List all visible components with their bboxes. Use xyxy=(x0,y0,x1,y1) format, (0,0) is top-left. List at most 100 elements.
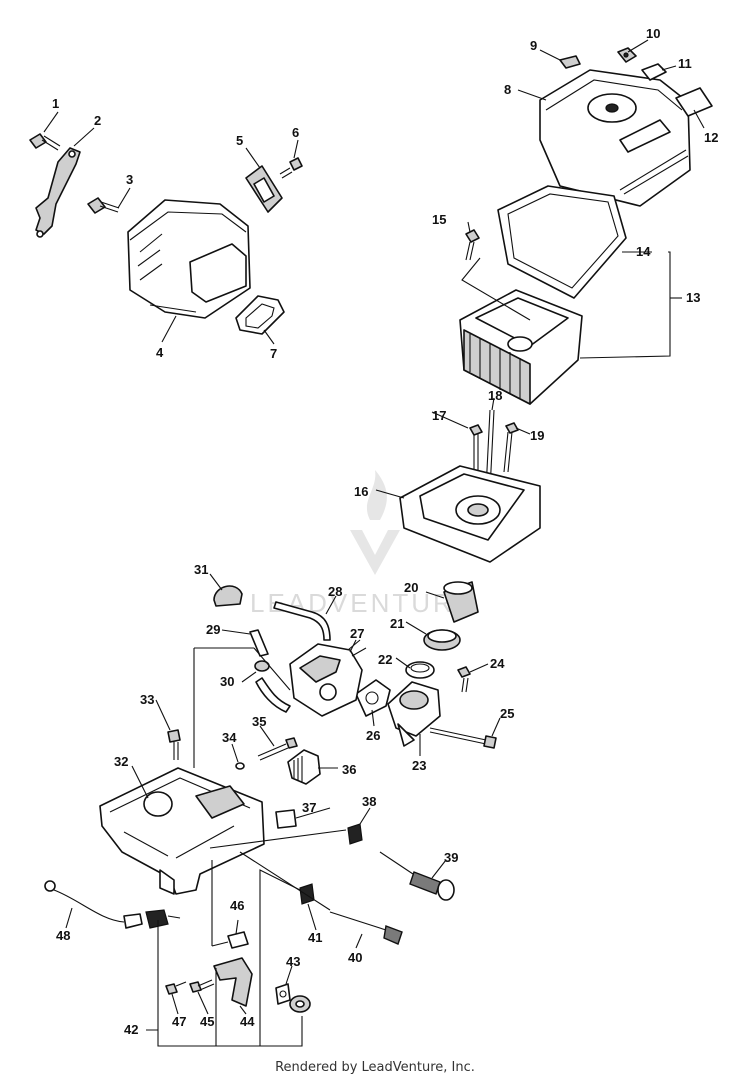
callout-9: 9 xyxy=(530,38,537,53)
callout-33: 33 xyxy=(140,692,154,707)
callout-labels: 1 2 3 4 5 6 7 8 9 10 11 12 13 14 15 16 1… xyxy=(52,26,718,1037)
part-33-screw xyxy=(167,729,181,760)
part-21-ring xyxy=(423,629,461,651)
part-1-screw xyxy=(29,133,61,151)
part-8-air-filter-cover xyxy=(539,69,691,207)
part-46-clamp xyxy=(227,931,249,949)
part-11-label xyxy=(641,63,667,81)
part-40-rod xyxy=(329,911,403,945)
part-25-screw xyxy=(429,727,497,749)
callout-36: 36 xyxy=(342,762,356,777)
part-26-gasket xyxy=(355,679,391,717)
callout-46: 46 xyxy=(230,898,244,913)
part-47-screw xyxy=(165,981,187,995)
part-42-stop-switch xyxy=(145,909,181,929)
part-35-screw xyxy=(257,737,298,761)
callout-4: 4 xyxy=(156,345,164,360)
part-15-screw xyxy=(465,229,480,261)
part-48-ground-wire xyxy=(44,880,143,929)
callout-45: 45 xyxy=(200,1014,214,1029)
callout-26: 26 xyxy=(366,728,380,743)
part-24-screw xyxy=(457,666,471,693)
part-3-screw xyxy=(87,197,120,214)
callout-28: 28 xyxy=(328,584,342,599)
callout-27: 27 xyxy=(350,626,364,641)
part-36-coil xyxy=(287,749,321,785)
part-17-screw xyxy=(469,424,483,474)
callout-8: 8 xyxy=(504,82,511,97)
part-22-ring xyxy=(405,661,435,679)
callout-2: 2 xyxy=(94,113,101,128)
part-39-choke-knob xyxy=(379,851,455,901)
part-23-intake-elbow xyxy=(387,681,441,747)
callout-11: 11 xyxy=(678,56,692,71)
callout-6: 6 xyxy=(292,125,299,140)
part-2-bracket xyxy=(35,147,81,238)
callout-3: 3 xyxy=(126,172,133,187)
part-28-fuel-hose xyxy=(273,601,331,641)
callout-16: 16 xyxy=(354,484,368,499)
callout-1: 1 xyxy=(52,96,59,111)
callout-29: 29 xyxy=(206,622,220,637)
part-30-grommet xyxy=(254,660,291,713)
part-10-nut xyxy=(617,47,637,63)
leadventure-watermark-logo: LEADVENTURE xyxy=(250,470,475,618)
callout-42: 42 xyxy=(124,1022,138,1037)
part-41-clip xyxy=(299,883,315,905)
part-9-cap xyxy=(559,55,581,69)
watermark-text: LEADVENTURE xyxy=(250,588,475,618)
part-38-switch xyxy=(347,823,363,845)
callout-15: 15 xyxy=(432,212,446,227)
part-29-hose xyxy=(249,629,269,657)
callout-43: 43 xyxy=(286,954,300,969)
callout-41: 41 xyxy=(308,930,322,945)
callout-35: 35 xyxy=(252,714,266,729)
callout-39: 39 xyxy=(444,850,458,865)
callout-19: 19 xyxy=(530,428,544,443)
part-43-nut xyxy=(289,995,311,1013)
callout-10: 10 xyxy=(646,26,660,41)
callout-37: 37 xyxy=(302,800,316,815)
callout-21: 21 xyxy=(390,616,404,631)
callout-17: 17 xyxy=(432,408,446,423)
part-27-carburetor xyxy=(289,639,367,717)
leader-lines xyxy=(43,39,705,1047)
callout-34: 34 xyxy=(222,730,237,745)
part-19-screw xyxy=(503,422,519,473)
callout-23: 23 xyxy=(412,758,426,773)
part-4-muffler xyxy=(127,199,251,319)
callout-44: 44 xyxy=(240,1014,255,1029)
callout-20: 20 xyxy=(404,580,418,595)
part-12-label xyxy=(675,87,713,117)
part-5-gasket-plate xyxy=(245,165,283,213)
callout-30: 30 xyxy=(220,674,234,689)
callout-38: 38 xyxy=(362,794,376,809)
part-45-screw xyxy=(189,979,215,993)
part-20-fuel-filter xyxy=(443,581,479,623)
part-43-washer xyxy=(275,983,291,1005)
part-34-washer xyxy=(235,762,245,770)
part-31-cap xyxy=(213,585,243,607)
callout-40: 40 xyxy=(348,950,362,965)
callout-12: 12 xyxy=(704,130,718,145)
callout-22: 22 xyxy=(378,652,392,667)
part-6-screw xyxy=(279,157,303,179)
part-14-filter-pre-cleaner xyxy=(497,185,627,299)
callout-7: 7 xyxy=(270,346,277,361)
callout-14: 14 xyxy=(636,244,651,259)
part-7-gasket xyxy=(235,295,285,335)
callout-18: 18 xyxy=(488,388,502,403)
callout-31: 31 xyxy=(194,562,208,577)
callout-47: 47 xyxy=(172,1014,186,1029)
part-37-label xyxy=(275,809,297,829)
part-32-carburetor-box xyxy=(99,767,265,895)
callout-25: 25 xyxy=(500,706,514,721)
part-44-lever-bracket xyxy=(213,957,253,1007)
callout-32: 32 xyxy=(114,754,128,769)
callout-5: 5 xyxy=(236,133,243,148)
callout-24: 24 xyxy=(490,656,505,671)
footer-credit: Rendered by LeadVenture, Inc. xyxy=(275,1060,475,1075)
callout-13: 13 xyxy=(686,290,700,305)
part-16-filter-base xyxy=(399,465,541,563)
